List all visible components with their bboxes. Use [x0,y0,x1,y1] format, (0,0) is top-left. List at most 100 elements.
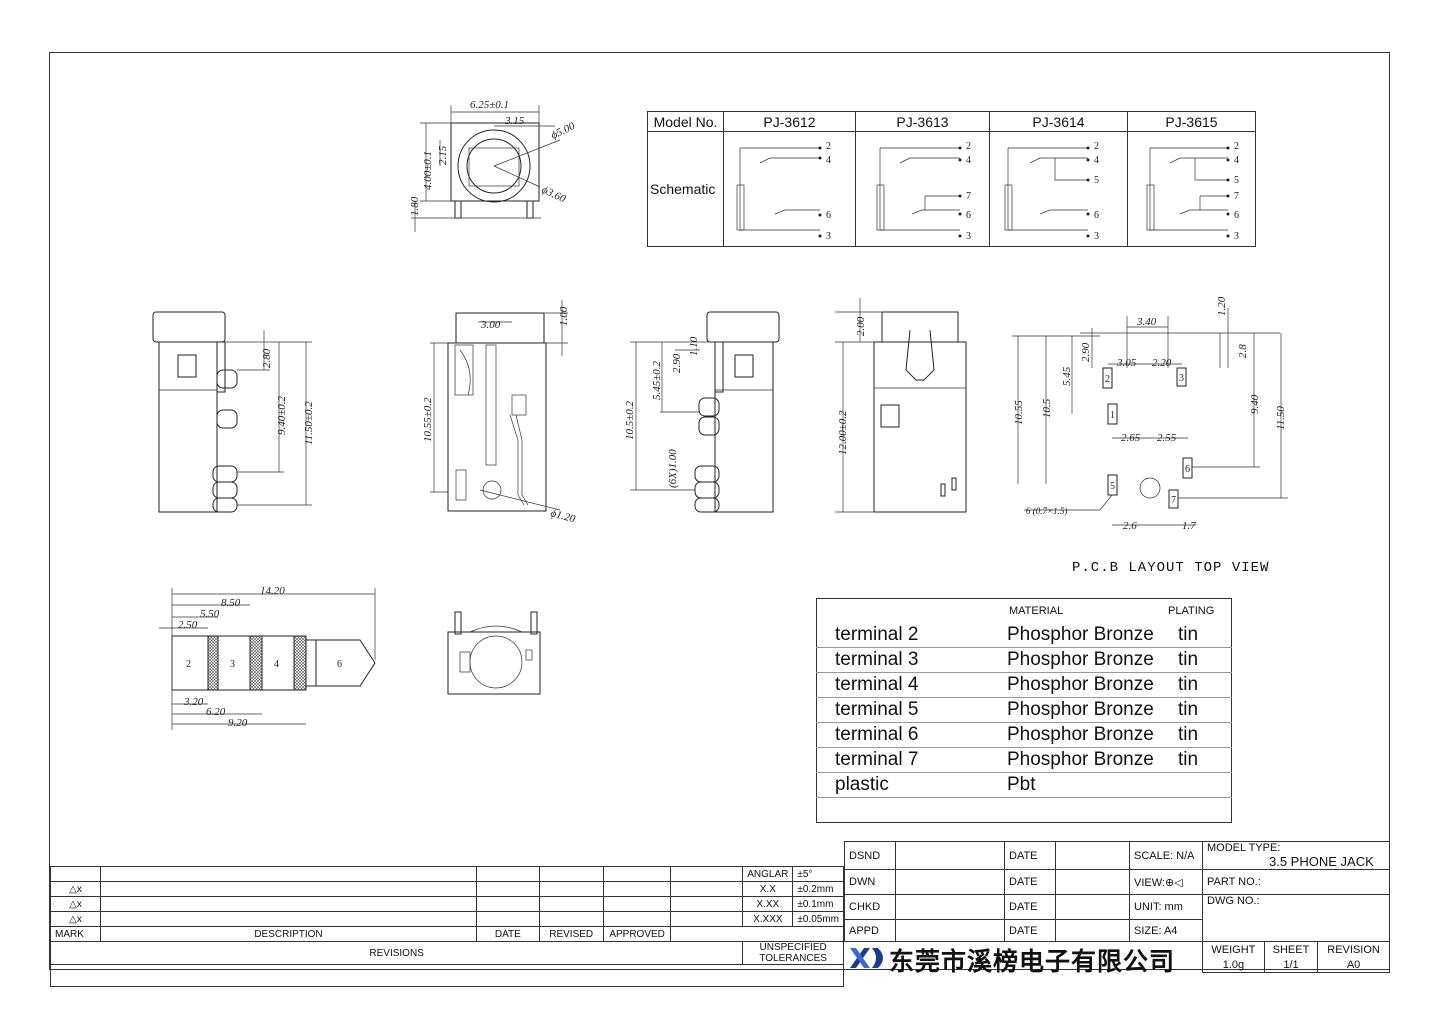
dim-pcb-h4: 10.5 [1041,398,1053,418]
model-type-label: MODEL TYPE: [1207,842,1281,854]
dim-pcb-h6: 11.50 [1275,406,1287,430]
schematic-label: Schematic [647,131,724,247]
col-date: DATE [476,926,540,942]
dim-pcb-w5: 2.8 [1237,344,1249,358]
revision-mark: △x [50,911,101,927]
dim-pcb-x4: 1.7 [1182,520,1196,532]
dim-right-j: 2.90 [671,353,683,373]
part-no-label: PART NO.: [1202,869,1390,895]
side-view-left: 2.80 9.40±0.2 11.50±0.2 [152,311,315,513]
model-table: Model No. PJ-3612 PJ-3613 PJ-3614 PJ-361… [647,111,1256,247]
material-part: terminal 6 [816,722,989,748]
dwg-no-label: DWG NO.: [1202,894,1390,942]
sheet-label: SHEET [1264,942,1319,957]
company-name: 东莞市溪榜电子有限公司 [889,948,1176,976]
logo-text: XD [848,944,850,945]
tolerance-value: ±0.2mm [792,881,844,897]
material-plating: tin [1160,623,1232,648]
plug-seg-4: 4 [274,659,279,670]
dim-pcb-x2: 2.55 [1157,432,1177,444]
dim-front-inner-dia: ϕ3.60 [540,184,568,206]
dim-pcb-x3: 2.6 [1123,520,1137,532]
dim-pcb-w3: 2.20 [1152,357,1172,369]
material-plating: tin [1160,722,1232,748]
dim-plug-l3: 5.50 [200,608,220,620]
material-name: Phosphor Bronze [989,623,1160,648]
revision-mark: △x [50,881,101,897]
dim-plug-l2: 8.50 [221,597,241,609]
model-pj3615: PJ-3615 [1127,111,1256,132]
dim-front-h2: 4.00±0.1 [422,151,434,190]
dsnd-label: DSND [844,841,896,870]
material-plating: tin [1160,647,1232,673]
dim-pcb-h3: 10.55 [1013,400,1025,425]
dim-pcb-w1: 3.40 [1136,316,1157,328]
dim-front-offset: 3.15 [504,115,525,127]
dim-plug-l4: 2.50 [178,619,198,631]
dim-front-width: 6.25±0.1 [470,99,509,111]
front-view: 6.25±0.1 3.15 ϕ5.00 ϕ3.60 2.15 4.00±0.1 … [409,99,577,232]
tolerance-value: ±0.1mm [792,896,844,912]
dim-right-i: 5.45±0.2 [651,360,663,400]
pcb-layout: 2 3 1 6 5 7 3.40 3.05 2.20 1.20 2.8 2.90… [1012,296,1288,532]
revisions-footer: REVISIONS [49,941,744,965]
plug-drawing: 2 3 4 6 14.20 8.50 5.50 2.50 3.20 6.20 9… [159,585,376,730]
pcb-pin-2: 2 [1105,374,1110,385]
dim-section-f: 10.55±0.2 [422,397,434,442]
model-pj3612: PJ-3612 [723,111,856,132]
scale-label: SCALE: N/A [1129,841,1203,870]
dim-pcb-w4: 1.20 [1216,296,1228,316]
dim-section-d: 3.00 [480,319,501,331]
side-view-right: 10.5±0.2 5.45±0.2 2.90 1.10 (6X)1.00 [624,311,780,513]
model-header-label: Model No. [647,111,724,132]
view-label: VIEW: [1134,876,1165,889]
revision-mark: △x [50,896,101,912]
material-part: terminal 4 [816,672,989,698]
revisions-table: ANGLAR ±5° △x X.X ±0.2mm △x X.XX ±0.1mm … [49,866,844,987]
date-label: DATE [1004,841,1056,870]
projection-icon: ⊕◁ [1164,876,1183,889]
material-part: terminal 3 [816,647,989,673]
view-cell: VIEW:⊕◁ [1129,869,1203,895]
revision-label: REVISION [1327,943,1380,956]
dim-right-k: 1.10 [688,336,700,356]
dim-pcb-w2: 3.05 [1116,357,1137,369]
tolerance-key: X.XXX [742,911,794,927]
material-part: terminal 5 [816,697,989,723]
material-plating [1160,772,1232,798]
col-revised: REVISED [538,926,604,942]
dim-pcb-slot: 6 (0.7×1.5) [1026,506,1067,516]
date-label: DATE [1004,919,1056,942]
dim-left-a: 2.80 [261,348,273,368]
tolerance-key: ANGLAR [742,866,794,882]
pcb-pin-6: 6 [1185,464,1190,475]
dim-right-h: 10.5±0.2 [624,400,636,440]
tolerance-value: ±0.05mm [792,911,844,927]
revision-value: A0 [1346,958,1361,971]
unit-label: UNIT: mm [1129,894,1203,920]
dim-pcb-h1: 2.90 [1080,342,1092,362]
dim-pcb-x1: 2.65 [1121,432,1141,444]
material-plating: tin [1160,672,1232,698]
col-mark: MARK [50,926,101,942]
col-approved: APPROVED [602,926,672,942]
tolerances-title: UNSPECIFIED TOLERANCES [742,941,844,965]
model-pj3613: PJ-3613 [855,111,990,132]
material-part: terminal 7 [816,747,989,773]
material-name: Phosphor Bronze [989,697,1160,723]
dim-left-b: 9.40±0.2 [276,395,288,435]
rear-view: 2.00 12.00±0.2 [835,298,967,513]
dim-left-c: 11.50±0.2 [303,401,315,445]
section-view: 3.00 1.00 10.55±0.2 ϕ1.20 [422,300,577,525]
material-header: MATERIAL [1009,605,1064,617]
dim-plug-l1: 14.20 [260,585,285,597]
sheet-value: 1/1 [1264,957,1319,972]
material-name: Phosphor Bronze [989,747,1160,773]
